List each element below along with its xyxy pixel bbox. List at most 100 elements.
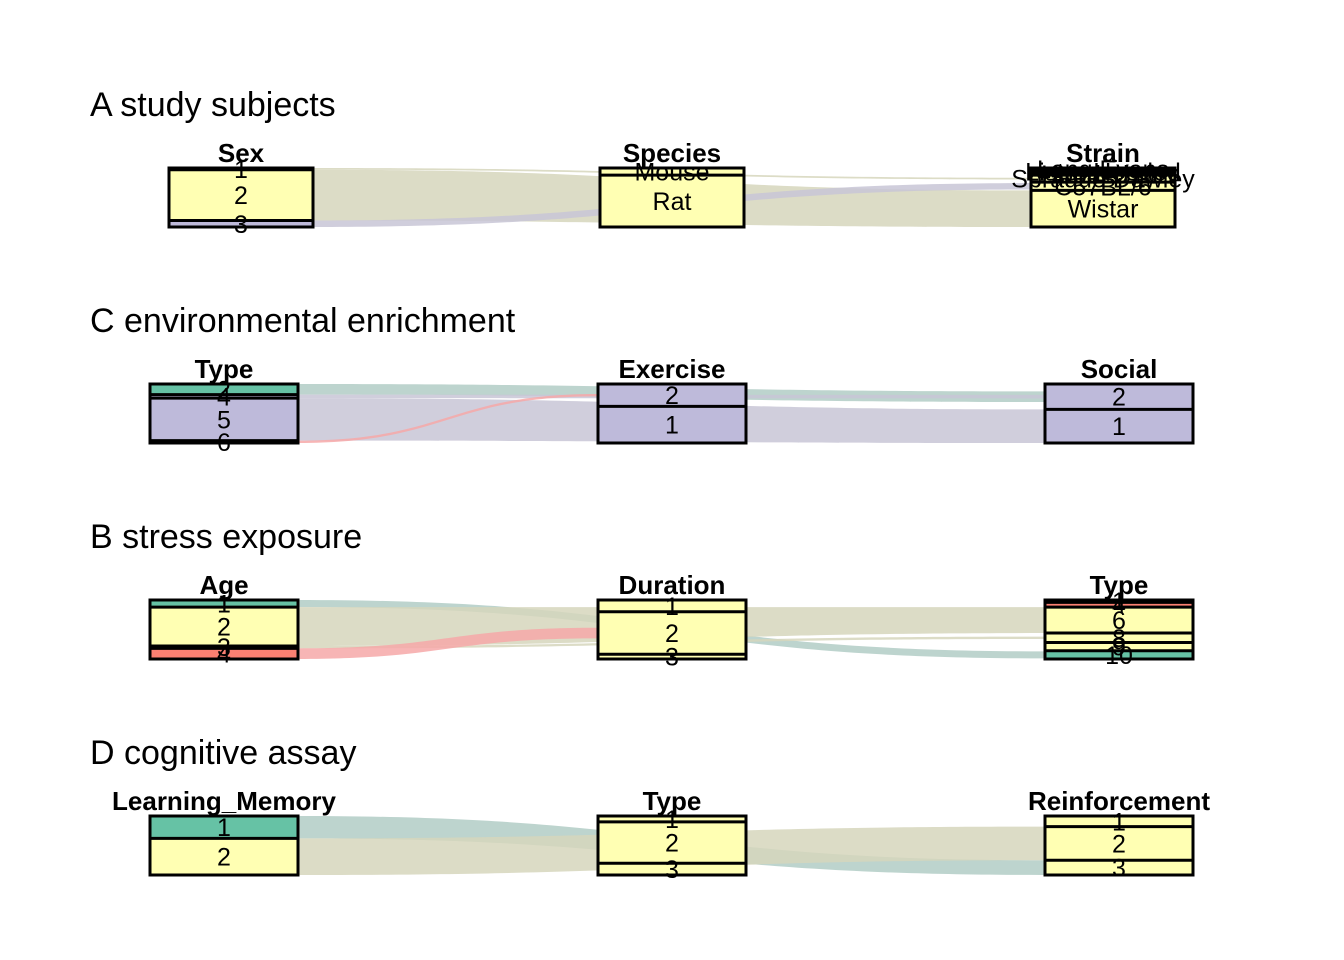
- stratum-label: 1: [1112, 413, 1126, 441]
- stratum-label: 1: [234, 156, 248, 184]
- stratum-box: [169, 220, 313, 227]
- stratum-box: [600, 175, 744, 227]
- axis-title: Exercise: [619, 354, 726, 384]
- stratum-box: [1031, 175, 1175, 183]
- panel-4: D cognitive assayLearning_Memory12Type12…: [90, 734, 1210, 884]
- stratum-label: 2: [217, 844, 231, 872]
- stratum-box: [169, 169, 313, 221]
- axis-frame: [598, 166, 746, 229]
- axis-title: Species: [623, 138, 721, 168]
- axis-frame: [596, 382, 748, 445]
- stratum-label: 6: [217, 429, 231, 457]
- stratum-label: Long Evans: [1037, 156, 1169, 184]
- flow-band: [298, 394, 598, 443]
- panel-3: B stress exposureAge1234Duration123Type1…: [90, 518, 1195, 672]
- stratum-box: [150, 607, 298, 647]
- stratum-box: [598, 384, 746, 407]
- stratum-label: Rat: [653, 188, 692, 216]
- stratum-box: [1045, 826, 1193, 861]
- stratum-box: [1031, 182, 1175, 191]
- axis-frame: [1043, 382, 1195, 445]
- stratum-label: 3: [234, 211, 248, 239]
- stratum-label: 4: [217, 383, 231, 411]
- stratum-label: Mouse: [634, 159, 709, 187]
- stratum-box: [1045, 633, 1193, 643]
- axis-title: Strain: [1066, 138, 1140, 168]
- stratum-label: Lister Hooded: [1025, 159, 1181, 187]
- axis-frame: [1029, 166, 1177, 229]
- stratum-label: 9: [1112, 634, 1126, 662]
- stratum-label: Hooded rat: [1041, 161, 1165, 189]
- stratum-label: 4: [1112, 592, 1126, 620]
- stratum-label: 1: [1112, 588, 1126, 616]
- stratum-box: [1045, 607, 1193, 634]
- axis-title: Type: [1090, 570, 1149, 600]
- stratum-label: 3: [1112, 855, 1126, 883]
- axis-frame: [167, 166, 315, 229]
- flow-band: [298, 627, 598, 659]
- stratum-label: 1: [217, 591, 231, 619]
- axis-title: Type: [643, 786, 702, 816]
- axis-title: Social: [1081, 354, 1158, 384]
- stratum-box: [150, 384, 298, 395]
- stratum-box: [600, 168, 744, 176]
- stratum-box: [150, 838, 298, 875]
- stratum-box: [1045, 860, 1193, 875]
- stratum-label: 5: [217, 406, 231, 434]
- stratum-box: [1045, 816, 1193, 827]
- stratum-box: [598, 611, 746, 655]
- stratum-label: 2: [665, 830, 679, 858]
- stratum-box: [598, 406, 746, 443]
- stratum-box: [598, 863, 746, 875]
- axis-frame: [1043, 598, 1195, 661]
- stratum-box: [150, 394, 298, 399]
- stratum-label: 2: [1112, 384, 1126, 412]
- stratum-label: Sprague Dawley: [1011, 166, 1195, 194]
- stratum-label: 10: [1105, 642, 1133, 670]
- stratum-box: [1045, 602, 1193, 608]
- stratum-box: [1045, 642, 1193, 651]
- axis-title: Duration: [619, 570, 726, 600]
- stratum-box: [150, 648, 298, 659]
- stratum-label: 4: [217, 641, 231, 669]
- stratum-label: 2: [1112, 830, 1126, 858]
- stratum-label: 1: [665, 806, 679, 834]
- stratum-label: 1: [665, 412, 679, 440]
- stratum-label: 2: [217, 376, 231, 404]
- stratum-box: [1045, 650, 1193, 659]
- stratum-label: 1: [665, 593, 679, 621]
- axis-title: Type: [195, 354, 254, 384]
- stratum-label: 2: [234, 182, 248, 210]
- stratum-box: [598, 600, 746, 612]
- stratum-box: [598, 654, 746, 659]
- stratum-label: 1: [217, 814, 231, 842]
- stratum-label: 2: [665, 382, 679, 410]
- panel-1: A study subjectsSex123SpeciesMouseRatStr…: [90, 86, 1195, 239]
- stratum-label: C57BL/6: [1054, 173, 1151, 201]
- axis-title: Sex: [218, 138, 265, 168]
- stratum-label: 3: [665, 856, 679, 884]
- stratum-label: Wistar: [1068, 196, 1139, 224]
- stratum-box: [150, 398, 298, 441]
- stratum-box: [1045, 384, 1193, 410]
- stratum-label: 3: [217, 634, 231, 662]
- stratum-label: 2: [217, 614, 231, 642]
- stratum-box: [150, 816, 298, 839]
- panel-title: C environmental enrichment: [90, 302, 516, 340]
- axis-frame: [148, 382, 300, 445]
- axis-frame: [1043, 814, 1195, 877]
- stratum-box: [1045, 409, 1193, 443]
- panel-2: C environmental enrichmentType2456Exerci…: [90, 302, 1195, 457]
- stratum-label: 3: [665, 644, 679, 672]
- stratum-box: [598, 816, 746, 822]
